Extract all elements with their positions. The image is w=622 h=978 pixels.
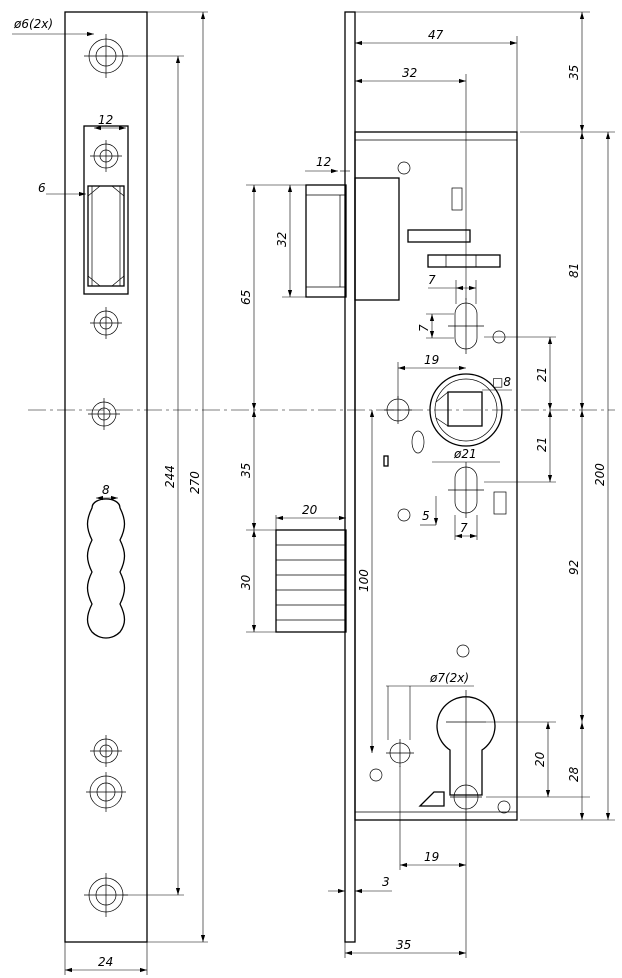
cam-part	[418, 791, 445, 807]
dim-32-top: 32	[402, 66, 417, 80]
pin-mid-lower	[456, 644, 470, 658]
dim-7-bottom: 7	[460, 521, 468, 535]
dim-32: 32	[275, 232, 289, 247]
faceplate-outline	[64, 11, 148, 943]
dim-30: 30	[239, 574, 253, 590]
tumbler-bar	[427, 254, 501, 268]
lever-small	[451, 187, 463, 211]
screw-center	[88, 398, 120, 430]
lock-side-view: 47 32 35 81 92 200 12 32 65 35 30	[239, 11, 615, 958]
latch-opening	[86, 498, 126, 639]
deadbolt-end	[87, 185, 125, 287]
dim-21-upper: 21	[535, 367, 549, 382]
dim-6: 6	[38, 181, 46, 195]
pin-bottom-left	[369, 768, 383, 782]
dim-35-bottom: 35	[396, 938, 411, 952]
dim-19-bottom: 19	[424, 850, 439, 864]
handle-follower	[429, 373, 503, 447]
dim-diameter-7-2x: ø7(2x)	[429, 671, 469, 685]
latch-bolt	[275, 529, 347, 633]
dim-35-top: 35	[567, 65, 581, 80]
screw-middle	[90, 307, 122, 339]
dim-100: 100	[357, 569, 371, 592]
dim-width-12-left: 12	[98, 113, 113, 127]
dim-20-cylinder: 20	[533, 751, 547, 767]
switch	[493, 491, 507, 515]
slot-upper	[448, 298, 484, 354]
lock-case	[354, 131, 518, 821]
dim-3: 3	[382, 875, 390, 889]
pin-left-lower	[397, 508, 411, 522]
dim-92: 92	[567, 560, 581, 575]
dim-7-top: 7	[428, 273, 436, 287]
dim-47: 47	[428, 28, 444, 42]
screw-lower-2	[86, 772, 126, 812]
oval-pin	[411, 430, 425, 454]
dim-28: 28	[567, 766, 581, 782]
dim-5: 5	[422, 509, 430, 523]
dim-hole-6: ø6(2x)	[13, 17, 53, 31]
dim-65: 65	[239, 290, 253, 305]
mounting-hole-bottom	[84, 873, 128, 917]
slot-lower	[448, 462, 484, 518]
deadbolt	[305, 177, 400, 301]
dim-width-8: 8	[102, 483, 110, 497]
faceplate-side	[344, 11, 356, 943]
mounting-hole-top	[84, 34, 128, 78]
pin-bottom-right	[497, 800, 511, 814]
faceplate-front-view: ø6(2x) 12 6 8 244 270 24	[12, 11, 208, 975]
dim-19-top: 19	[424, 353, 439, 367]
dim-20-latch: 20	[302, 503, 318, 517]
small-mark	[383, 455, 389, 467]
dim-200: 200	[593, 463, 607, 486]
pin-top	[397, 161, 411, 175]
screw-hole-7	[386, 739, 414, 767]
dim-square-8: □8	[492, 375, 511, 389]
dim-12-bolt: 12	[316, 155, 331, 169]
dim-diameter-21: ø21	[453, 447, 477, 461]
screw-upper	[90, 140, 122, 172]
screw-lower-1	[90, 735, 122, 767]
dim-width-24: 24	[98, 955, 113, 969]
dim-21-lower: 21	[535, 437, 549, 452]
dim-7-vertical: 7	[417, 324, 431, 332]
dim-81: 81	[567, 263, 581, 278]
lever-bar	[407, 229, 471, 243]
cylinder-cutout	[436, 696, 496, 796]
dim-244: 244	[163, 465, 177, 488]
dim-270: 270	[188, 471, 202, 494]
dim-35-lower: 35	[239, 463, 253, 478]
spindle-circle-left	[384, 396, 412, 424]
